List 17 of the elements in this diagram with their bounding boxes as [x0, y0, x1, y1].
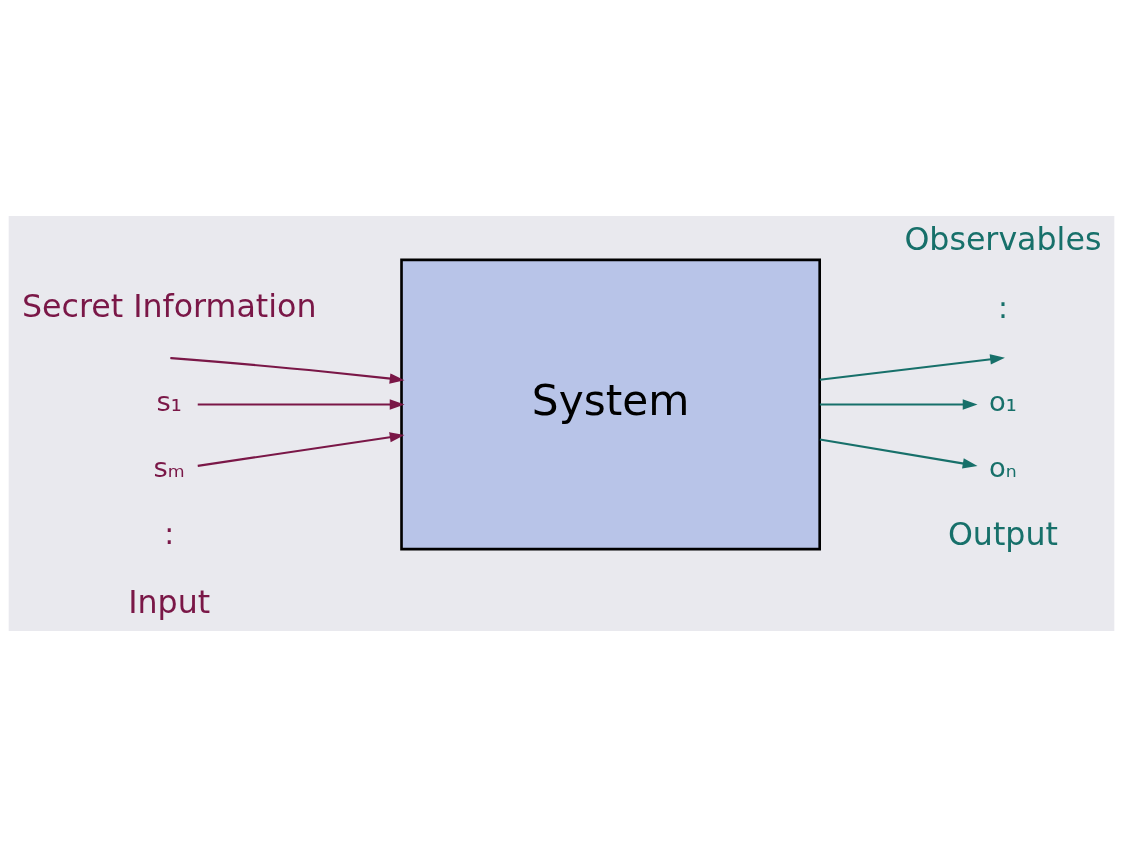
arrow [819, 399, 978, 410]
label: Secret Information [21, 288, 317, 325]
arrow [819, 354, 1005, 381]
node-text: sₘ [153, 451, 185, 483]
label: : [164, 516, 175, 551]
node-box: System [400, 258, 821, 551]
arrow [170, 356, 405, 384]
arrow [197, 399, 405, 410]
arrow [197, 432, 405, 467]
label: Output [947, 516, 1058, 553]
node-text: s₁ [156, 386, 182, 418]
node-text: o₁ [989, 386, 1017, 418]
label: Observables [904, 220, 1102, 257]
node-text: oₙ [989, 451, 1017, 483]
arrow [819, 438, 978, 469]
label: : [997, 290, 1008, 325]
label: Input [128, 584, 211, 621]
